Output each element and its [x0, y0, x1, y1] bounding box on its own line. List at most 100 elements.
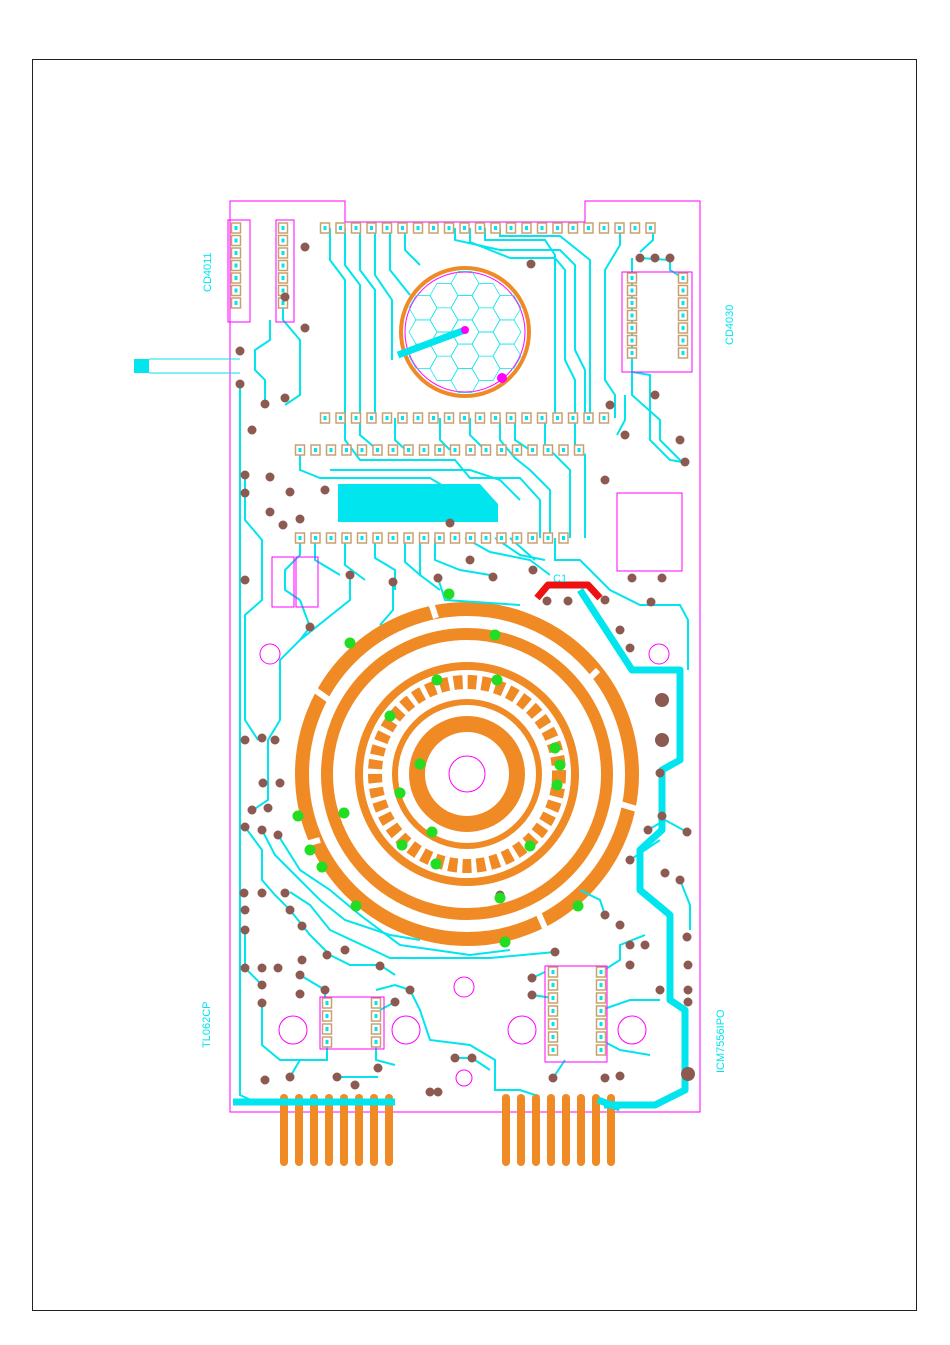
via: [280, 888, 290, 898]
via: [300, 242, 310, 252]
trace: [389, 228, 411, 296]
label-cd4030: CD4030: [724, 305, 736, 345]
pad-hole: [556, 226, 559, 230]
via: [270, 735, 280, 745]
pad-hole: [401, 226, 404, 230]
pad-hole: [281, 263, 285, 268]
via: [257, 888, 267, 898]
via: [405, 985, 415, 995]
pad-hole: [551, 1022, 555, 1026]
contact-dot: [549, 742, 561, 754]
via: [340, 945, 350, 955]
trace: [579, 889, 606, 916]
via: [280, 292, 290, 302]
contact-dot: [494, 892, 506, 904]
via: [655, 768, 665, 778]
via: [240, 735, 250, 745]
pad-hole: [234, 226, 238, 230]
contact-dot: [426, 826, 438, 838]
hex-cell: [471, 331, 501, 357]
via: [643, 825, 653, 835]
pad-hole: [345, 536, 348, 540]
pad-hole: [376, 448, 379, 452]
via: [235, 346, 245, 356]
trace: [375, 983, 536, 1096]
hex-cell: [492, 295, 522, 321]
via: [625, 855, 635, 865]
label-icm7556ipo: ICM7556IPO: [715, 1009, 727, 1073]
pad-hole: [484, 448, 488, 452]
pad-hole: [546, 448, 550, 452]
pad-hole: [599, 996, 603, 1000]
pad-hole: [281, 276, 285, 280]
coin-cell: [396, 266, 531, 398]
pad-hole: [463, 416, 466, 420]
trace: [600, 934, 646, 973]
pad-hole: [571, 416, 575, 420]
via: [600, 475, 610, 485]
via: [350, 1080, 360, 1090]
via: [260, 399, 270, 409]
pad-hole: [630, 313, 634, 318]
pad-hole: [432, 416, 435, 420]
trace: [631, 371, 683, 463]
pad-hole: [531, 536, 534, 540]
via: [675, 875, 685, 885]
pad-hole: [329, 448, 333, 452]
via: [273, 963, 283, 973]
pad-hole: [681, 313, 685, 318]
pad-hole: [453, 536, 457, 540]
large-via: [681, 1067, 695, 1081]
hex-cell: [450, 343, 480, 369]
hex-cell: [492, 319, 522, 345]
pad-hole: [385, 226, 389, 230]
pad-hole: [469, 448, 472, 452]
via: [332, 1072, 342, 1082]
vias: [235, 242, 695, 1097]
ground-plane: [338, 484, 498, 522]
pad-hole: [551, 970, 555, 974]
pads: [230, 222, 689, 1056]
via: [322, 950, 332, 960]
pad-hole: [329, 536, 333, 540]
via: [683, 997, 693, 1007]
contact-dot: [489, 629, 501, 641]
pad-hole: [298, 536, 302, 540]
via: [650, 390, 660, 400]
via: [297, 955, 307, 965]
trace: [616, 395, 626, 436]
large-via: [655, 693, 669, 707]
via: [615, 920, 625, 930]
via: [605, 400, 615, 410]
via: [682, 932, 692, 942]
pad-hole: [325, 1040, 329, 1044]
pad-hole: [281, 226, 285, 230]
pad-hole: [354, 416, 358, 420]
via: [548, 1073, 558, 1083]
pad-hole: [314, 448, 317, 452]
pad-hole: [407, 448, 410, 452]
pad-hole: [551, 1035, 555, 1039]
contact-dot: [396, 839, 408, 851]
pad-hole: [234, 238, 238, 243]
via: [265, 472, 275, 482]
via: [550, 947, 560, 957]
pad-hole: [360, 536, 364, 540]
pad-hole: [281, 238, 285, 243]
label-c1: C1: [553, 573, 567, 585]
contact-dot: [344, 637, 356, 649]
contact-dot: [431, 674, 443, 686]
via: [640, 940, 650, 950]
trace: [254, 320, 271, 404]
pad-hole: [587, 416, 590, 420]
pad-hole: [509, 226, 513, 230]
via: [265, 507, 275, 517]
trace: [419, 538, 441, 591]
via: [615, 1071, 625, 1081]
hex-cell: [492, 343, 522, 369]
via: [526, 259, 536, 269]
via: [388, 577, 398, 587]
via: [433, 573, 443, 583]
hex-cell: [429, 283, 459, 309]
ring-gaps: [301, 599, 641, 930]
